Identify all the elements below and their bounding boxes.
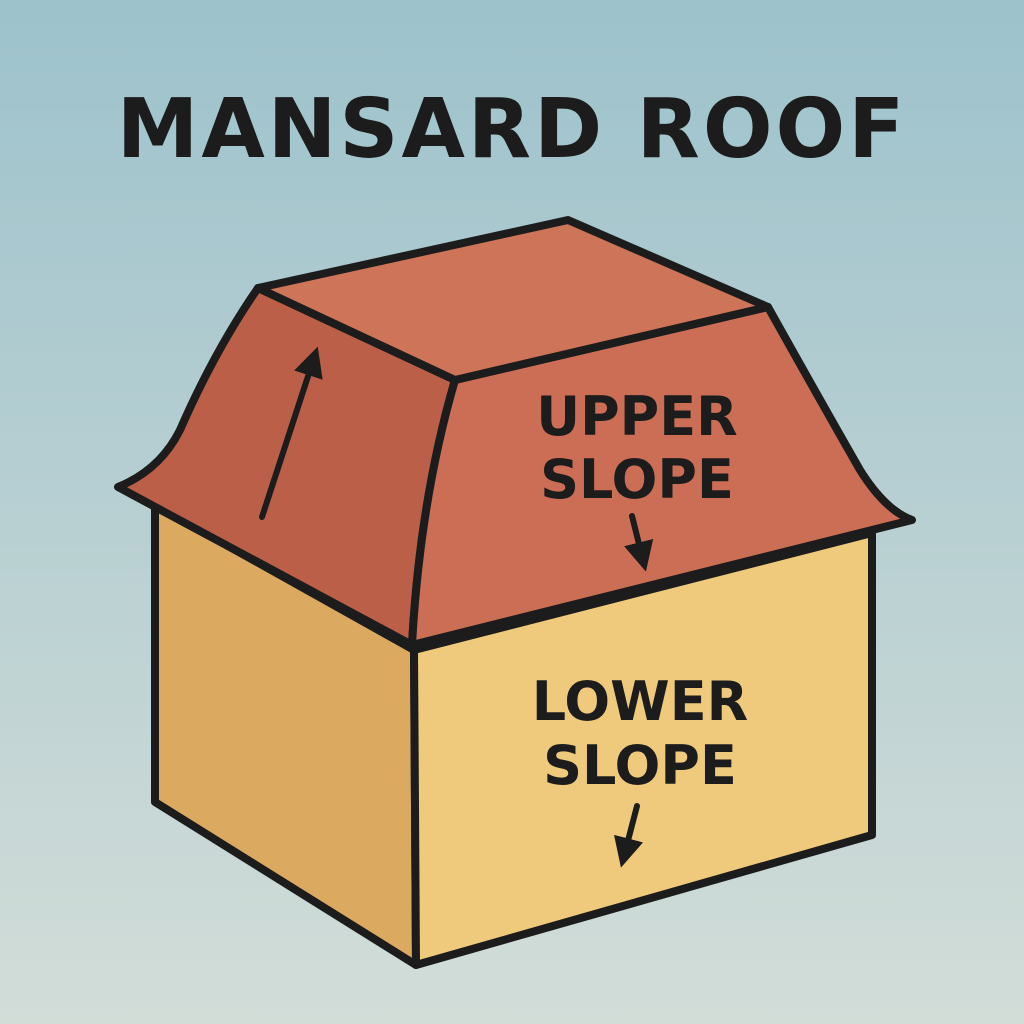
lower-slope-label-1: LOWER (532, 670, 748, 733)
upper-slope-label-2: SLOPE (540, 448, 734, 511)
diagram-title: MANSARD ROOF (117, 82, 908, 177)
arrow-up-icon (259, 346, 323, 520)
roof-right-slope (408, 303, 916, 649)
lower-slope-label-2: SLOPE (543, 734, 737, 797)
arrow-lower-slope-icon (614, 803, 644, 868)
roof-top-face (254, 216, 772, 384)
upper-slope-label-1: UPPER (536, 385, 737, 448)
arrow-upper-slope-icon (624, 513, 654, 572)
